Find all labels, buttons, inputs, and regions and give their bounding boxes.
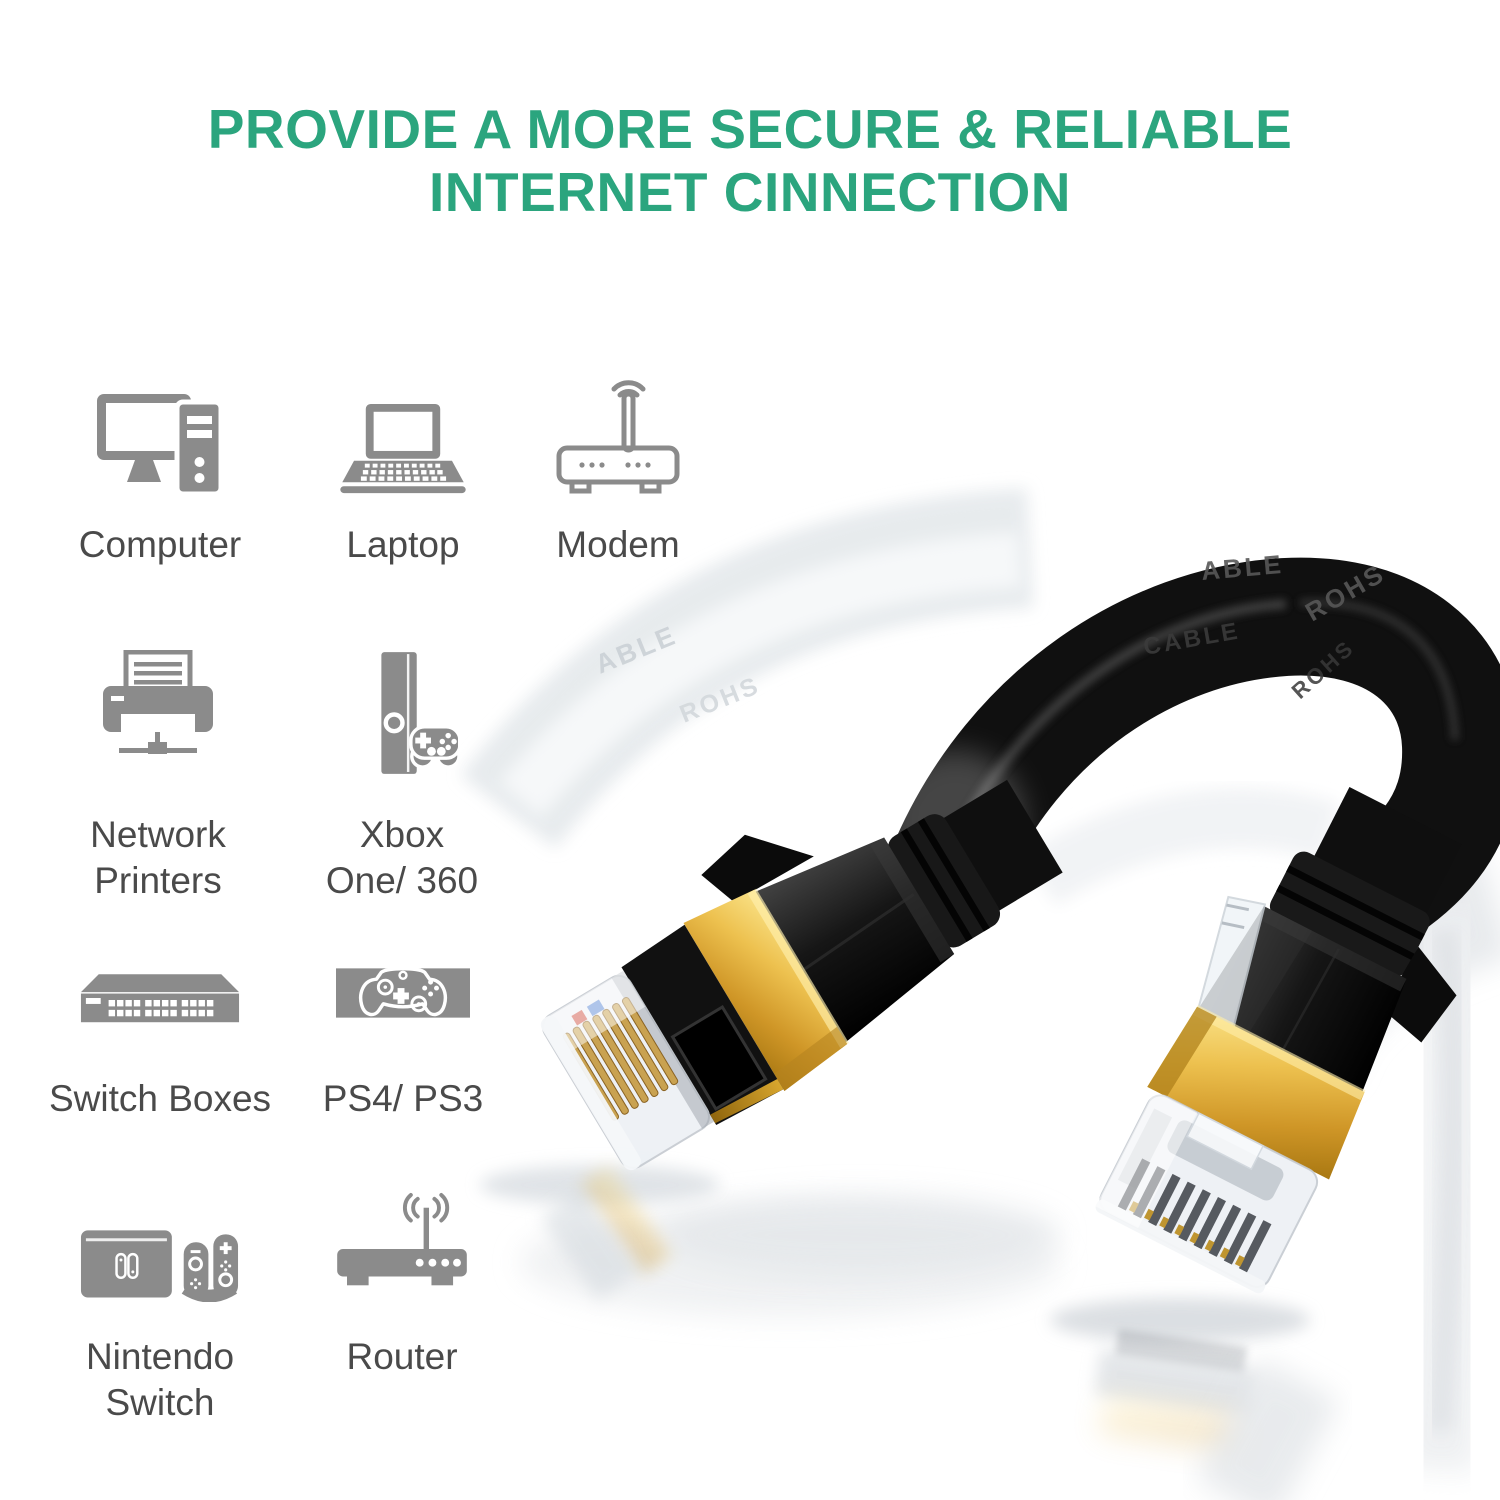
device-laptop: Laptop <box>273 370 533 568</box>
device-label: Switch Boxes <box>48 1078 272 1119</box>
network-printer-icon <box>103 650 213 754</box>
network-switch-icon <box>80 974 240 1023</box>
page-title-line1: PROVIDE A MORE SECURE & RELIABLE <box>207 98 1293 160</box>
device-label: Nintendo Switch <box>85 1336 235 1423</box>
device-label: Router <box>346 1336 458 1377</box>
rj45-connector-left <box>537 779 1063 1171</box>
device-computer: Computer <box>30 370 290 568</box>
device-nintendo-switch: Nintendo Switch <box>30 1185 290 1426</box>
ethernet-cable-arc: ABLE ROHS CABLE ROHS <box>885 549 1500 958</box>
device-label: Xbox One/ 360 <box>325 814 479 901</box>
rj45-connector-right <box>1095 787 1462 1294</box>
device-label: Network Printers <box>90 814 226 901</box>
device-xbox: Xbox One/ 360 <box>272 640 532 904</box>
page-title-line2: INTERNET CINNECTION <box>429 161 1071 223</box>
modem-icon <box>556 380 680 494</box>
device-label: PS4/ PS3 <box>322 1078 484 1119</box>
device-label: Laptop <box>346 524 460 565</box>
wifi-router-icon <box>337 1192 467 1286</box>
device-label: Modem <box>556 524 680 565</box>
page-title: PROVIDE A MORE SECURE & RELIABLE INTERNE… <box>0 98 1500 224</box>
floor-reflections <box>480 1164 1340 1500</box>
device-switch-boxes: Switch Boxes <box>30 948 290 1122</box>
device-modem: Modem <box>488 370 748 568</box>
desktop-computer-icon <box>97 394 224 496</box>
device-router: Router <box>272 1185 532 1380</box>
xbox-console-icon <box>381 652 458 774</box>
device-label: Computer <box>78 524 242 565</box>
laptop-icon <box>340 403 466 494</box>
nintendo-switch-icon <box>80 1230 239 1302</box>
device-network-printers: Network Printers <box>28 640 288 904</box>
device-ps4-ps3: PS4/ PS3 <box>273 948 533 1122</box>
playstation-controller-icon <box>336 966 470 1018</box>
cable-marking-text: ABLE <box>1200 549 1285 586</box>
